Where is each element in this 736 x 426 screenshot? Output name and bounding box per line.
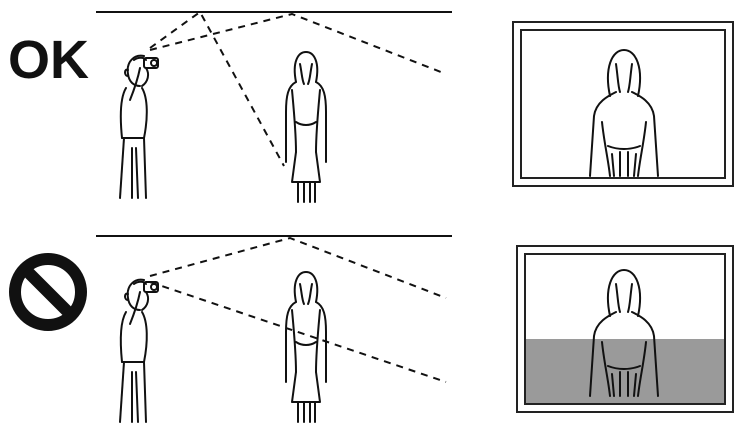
ng-result-photo	[517, 246, 733, 412]
flash-rays-bottom	[150, 238, 446, 382]
flash-rays	[150, 12, 446, 166]
ok-label: OK	[8, 30, 89, 90]
ok-portrait	[590, 50, 658, 176]
ng-row	[15, 236, 733, 422]
prohibited-icon	[15, 259, 81, 325]
ok-row: OK	[8, 12, 733, 202]
subject-figure-bottom	[286, 272, 326, 422]
underexposed-shade	[526, 339, 724, 403]
photographer-figure	[120, 56, 158, 198]
ok-result-photo	[513, 22, 733, 186]
photographer-figure-bottom	[120, 280, 158, 422]
subject-figure	[286, 52, 326, 202]
